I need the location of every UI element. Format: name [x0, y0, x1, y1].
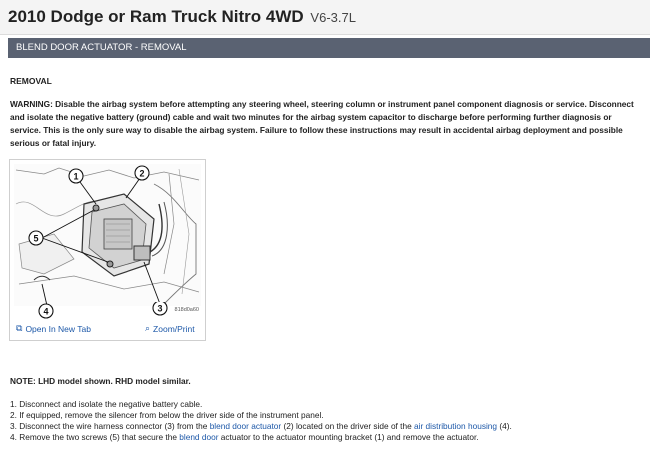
callout-2: 2: [134, 165, 150, 181]
step-text: (4).: [497, 421, 512, 431]
note-text: NOTE: LHD model shown. RHD model similar…: [10, 376, 191, 386]
external-link-icon: ⧉: [16, 323, 23, 333]
page-header: 2010 Dodge or Ram Truck Nitro 4WD V6-3.7…: [0, 0, 650, 35]
callout-3: 3: [152, 302, 168, 316]
step-text: Remove the two screws (5) that secure th…: [19, 432, 180, 442]
engine-label: V6-3.7L: [310, 10, 356, 25]
figure-panel: 1 2 5 4 3 818d0a60 ⧉ Open In New Tab ⌕ Z…: [9, 159, 206, 341]
list-item: 4. Remove the two screws (5) that secure…: [10, 432, 640, 443]
vehicle-title: 2010 Dodge or Ram Truck Nitro 4WD: [8, 7, 304, 26]
open-tab-label: Open In New Tab: [25, 323, 91, 334]
air-distribution-housing-link[interactable]: air distribution housing: [414, 421, 498, 431]
step-text: Disconnect and isolate the negative batt…: [19, 399, 203, 409]
svg-text:5: 5: [33, 234, 38, 244]
step-text: If equipped, remove the silencer from be…: [19, 410, 324, 420]
magnifier-icon: ⌕: [145, 323, 151, 333]
svg-text:4: 4: [43, 307, 48, 317]
list-item: 3. Disconnect the wire harness connector…: [10, 421, 640, 432]
svg-text:2: 2: [139, 169, 144, 179]
removal-heading: REMOVAL: [10, 76, 52, 86]
steps-list: 1. Disconnect and isolate the negative b…: [10, 399, 640, 443]
figure-code: 818d0a60: [174, 307, 199, 313]
step-text: (2) located on the driver side of the: [281, 421, 415, 431]
svg-text:1: 1: [73, 172, 78, 182]
page-title: 2010 Dodge or Ram Truck Nitro 4WD V6-3.7…: [8, 7, 356, 27]
svg-text:3: 3: [157, 304, 162, 314]
step-number: 2.: [10, 410, 17, 420]
callout-row: 4 3: [38, 302, 168, 319]
blend-door-link[interactable]: blend door: [179, 432, 219, 442]
zoom-print-link[interactable]: ⌕ Zoom/Print: [145, 323, 195, 334]
step-number: 4.: [10, 432, 17, 442]
actuator-diagram[interactable]: 1 2 5: [14, 164, 201, 306]
callout-5: 5: [28, 230, 44, 246]
callout-1: 1: [68, 168, 84, 184]
step-number: 3.: [10, 421, 17, 431]
open-in-new-tab-link[interactable]: ⧉ Open In New Tab: [16, 323, 91, 334]
step-number: 1.: [10, 399, 17, 409]
step-text: actuator to the actuator mounting bracke…: [218, 432, 479, 442]
callout-4: 4: [38, 303, 54, 319]
zoom-label: Zoom/Print: [153, 323, 195, 334]
list-item: 1. Disconnect and isolate the negative b…: [10, 399, 640, 410]
blend-door-actuator-link[interactable]: blend door actuator: [209, 421, 282, 431]
section-title-bar: BLEND DOOR ACTUATOR - REMOVAL: [8, 38, 650, 58]
step-text: Disconnect the wire harness connector (3…: [19, 421, 210, 431]
list-item: 2. If equipped, remove the silencer from…: [10, 410, 640, 421]
warning-text: WARNING: Disable the airbag system befor…: [10, 99, 634, 148]
